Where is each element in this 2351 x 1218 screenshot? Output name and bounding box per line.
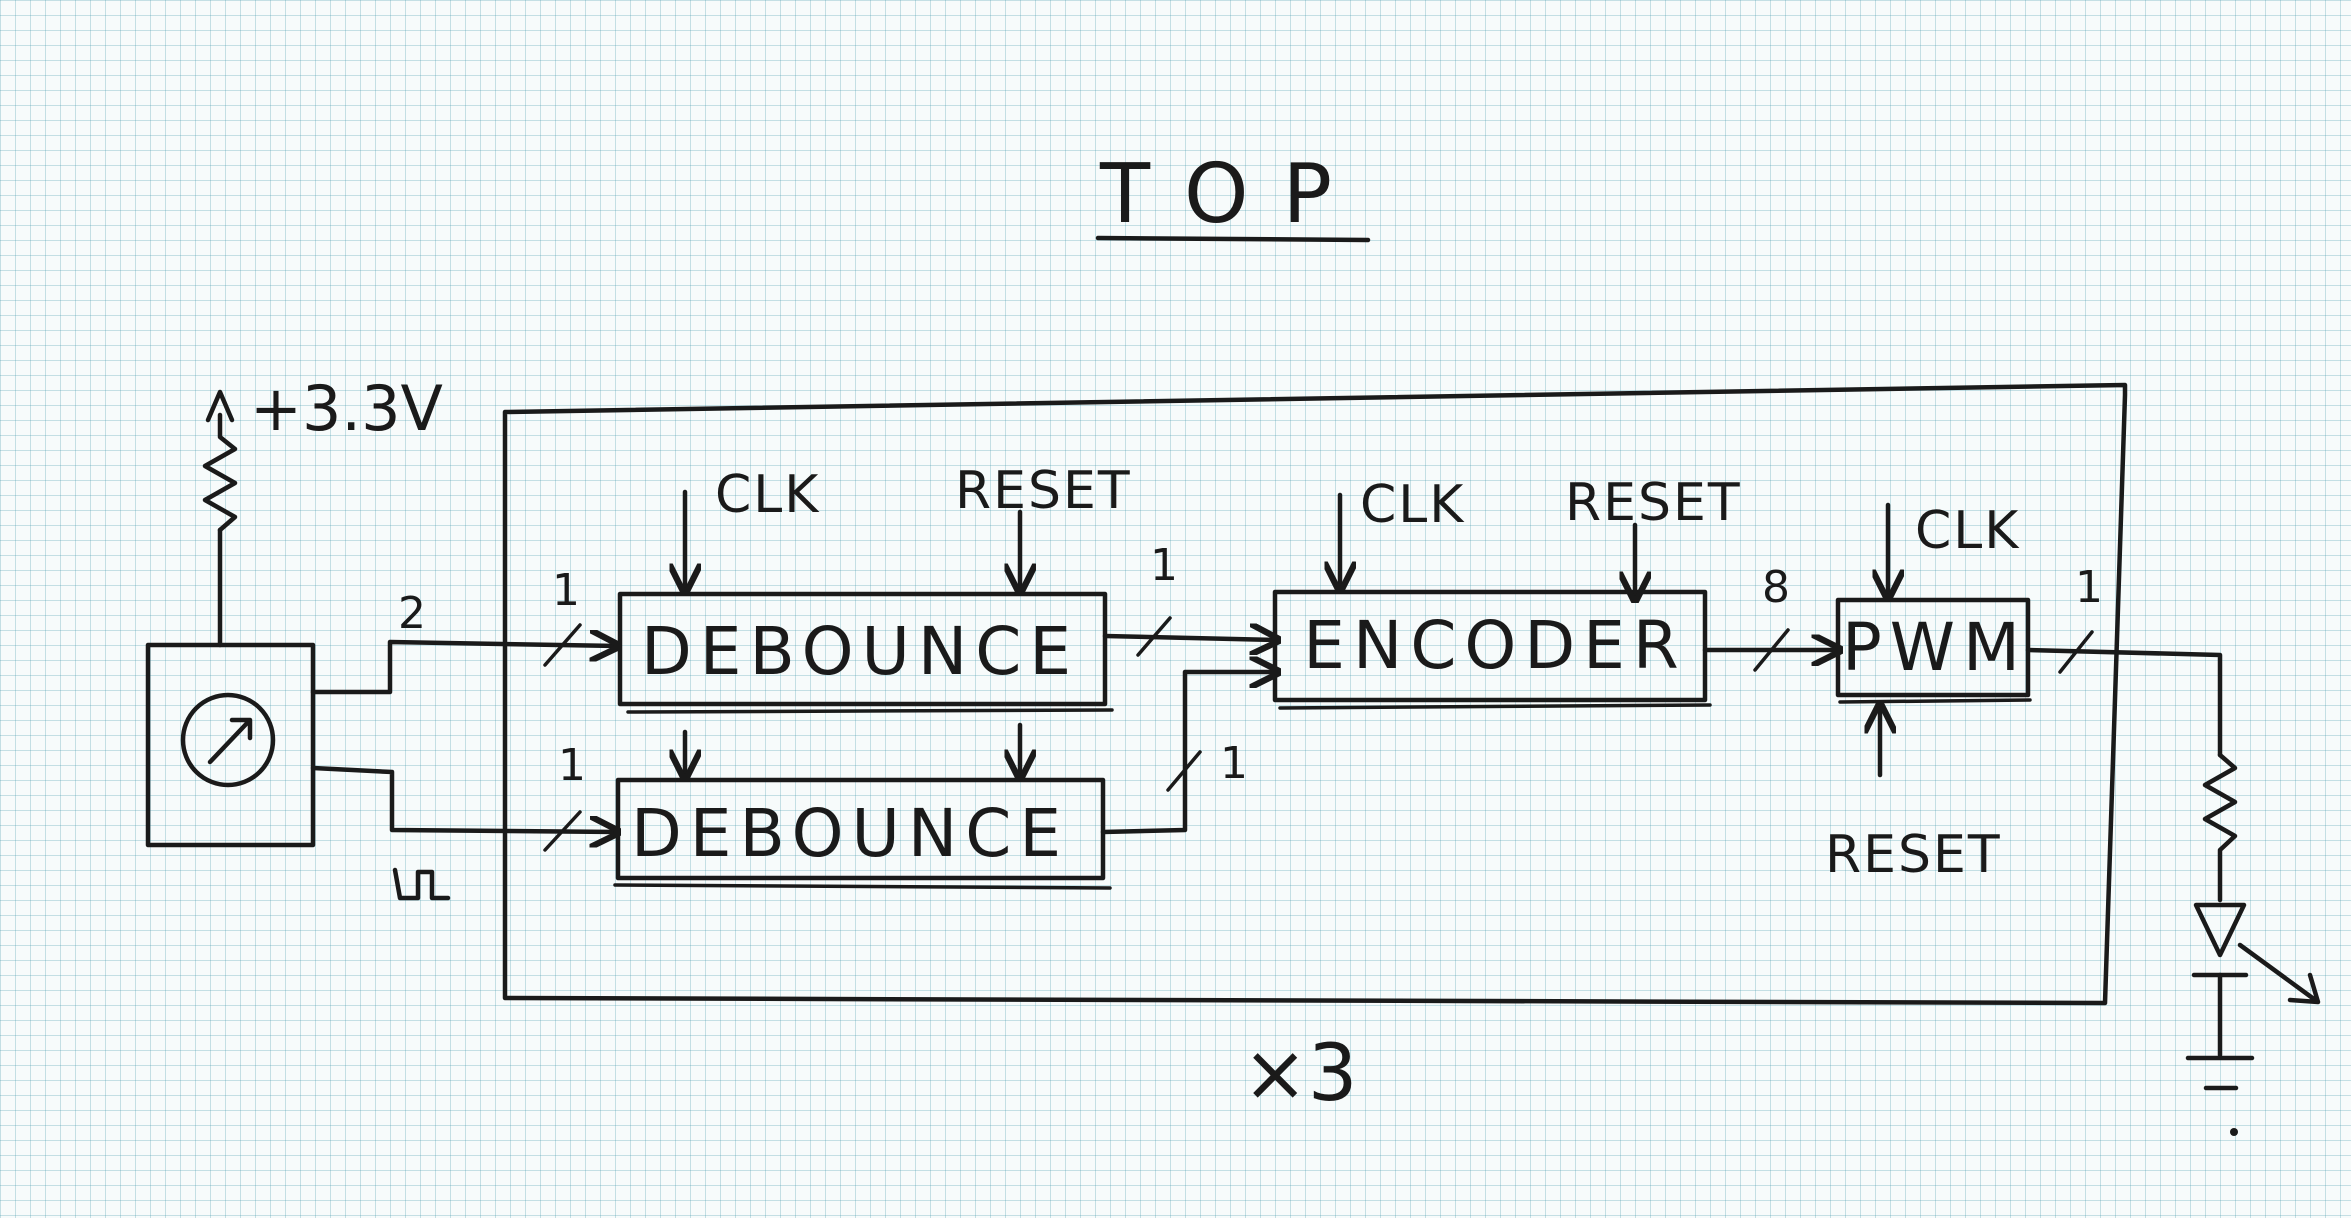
encoder-dial-arrow-icon	[207, 717, 253, 765]
encoder-signal-a-wire	[310, 642, 618, 695]
encoder-block-label: ENCODER	[1303, 607, 1687, 684]
pullup-resistor-icon	[202, 412, 238, 533]
ground-icon	[2185, 972, 2255, 1091]
encoder-bus-slash	[543, 810, 582, 852]
encoder-bus-slash	[543, 623, 582, 667]
led-series-resistor-icon	[2202, 752, 2238, 903]
debounce-block-1-label: DEBOUNCE	[641, 613, 1079, 690]
encoder-reset-label: RESET	[1565, 473, 1742, 533]
debounce-2-to-encoder-wire	[1100, 672, 1278, 835]
debounce-2-in-width: 1	[558, 740, 586, 791]
encoder-out-width: 8	[1762, 562, 1790, 613]
ground-dot-icon	[2230, 1128, 2238, 1136]
rotary-encoder	[145, 642, 316, 848]
supply-arrow-icon	[205, 389, 235, 423]
debounce-1-out-slash	[1136, 616, 1172, 657]
title-underline	[1095, 235, 1371, 243]
encoder-out-slash	[1753, 628, 1790, 672]
debounce-1-out-width: 1	[1150, 540, 1178, 591]
pwm-out-slash	[2058, 630, 2094, 674]
led-icon	[2191, 902, 2249, 978]
debounce-2-out-slash	[1166, 750, 1202, 792]
debounce-1-in-width: 1	[552, 565, 580, 616]
instance-multiplier-label: ×3	[1243, 1029, 1358, 1119]
encoder-clk-label: CLK	[1360, 475, 1465, 535]
encoder-block: ENCODER	[1272, 589, 1712, 710]
supply-label: +3.3V	[250, 372, 443, 445]
pwm-output-wire	[2025, 647, 2223, 758]
debounce-1-to-encoder-wire	[1102, 636, 1278, 640]
encoder-signal-b-wire	[310, 765, 618, 832]
debounce-block-1: DEBOUNCE	[617, 591, 1114, 714]
debounce-1-clk-label: CLK	[715, 465, 820, 525]
debounce-block-2-label: DEBOUNCE	[631, 795, 1069, 872]
diagram-title: TOP	[1099, 147, 1366, 242]
pwm-out-width: 1	[2075, 562, 2103, 613]
debounce-1-reset-label: RESET	[955, 461, 1132, 521]
pwm-reset-label: RESET	[1825, 825, 2002, 885]
top-module-boundary	[502, 382, 2128, 1006]
led-light-arrow-icon	[2237, 942, 2321, 1005]
waveform-pulse-icon	[392, 867, 451, 901]
pwm-block: PWM	[1835, 597, 2032, 704]
encoder-bus-width-label: 2	[398, 588, 426, 639]
encoder-dial-icon	[180, 692, 276, 788]
debounce-2-out-width: 1	[1220, 738, 1248, 789]
pwm-block-label: PWM	[1842, 609, 2028, 686]
pwm-clk-label: CLK	[1915, 501, 2020, 561]
debounce-block-2: DEBOUNCE	[613, 777, 1112, 890]
encoder-device-box	[145, 642, 316, 848]
